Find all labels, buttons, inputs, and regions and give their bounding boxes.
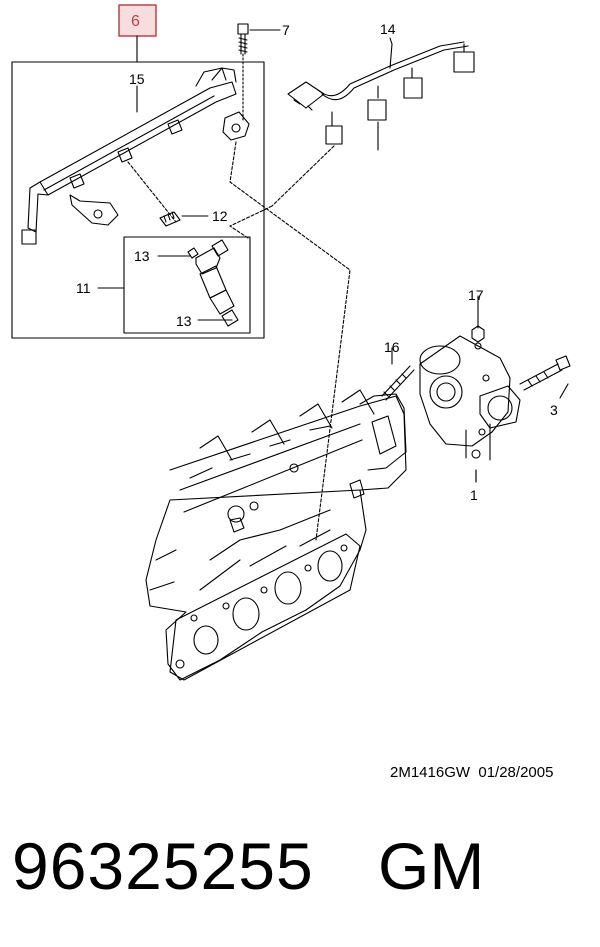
callout-15[interactable]: 15 xyxy=(129,71,145,87)
part-number-row: 96325255 GM xyxy=(0,828,600,908)
fuel-injector xyxy=(187,239,239,327)
leader-injector-to-rail xyxy=(127,161,177,223)
injector-subassembly-frame xyxy=(123,236,251,334)
callout-16[interactable]: 16 xyxy=(384,339,400,355)
drawing-reference: 2M1416GW 01/28/2005 xyxy=(390,764,554,781)
bolt-17 xyxy=(471,305,485,343)
bolt-3 xyxy=(519,355,571,399)
exploded-parts-diagram: 6 7 14 15 12 13 11 13 17 16 3 1 xyxy=(11,4,571,681)
leader-box-to-rail xyxy=(229,205,273,239)
fuel-rail xyxy=(21,67,250,245)
callout-7[interactable]: 7 xyxy=(282,22,290,38)
wiring-harness xyxy=(271,41,475,207)
bolt-7 xyxy=(237,23,249,121)
callout-17[interactable]: 17 xyxy=(468,287,484,303)
callout-6[interactable]: 6 xyxy=(131,13,140,30)
callout-13-lower[interactable]: 13 xyxy=(176,313,192,329)
callout-3[interactable]: 3 xyxy=(550,402,558,418)
stud-16 xyxy=(381,355,415,401)
throttle-body xyxy=(419,335,521,483)
fuel-rail-assembly-frame xyxy=(11,61,265,339)
part-number: 96325255 xyxy=(12,829,314,903)
callout-12[interactable]: 12 xyxy=(212,208,228,224)
leader-rail-to-manifold xyxy=(229,141,351,541)
callout-11[interactable]: 11 xyxy=(76,280,91,296)
brand-name: GM xyxy=(378,829,485,903)
callout-14[interactable]: 14 xyxy=(380,21,396,37)
intake-manifold xyxy=(145,389,407,681)
callout-1[interactable]: 1 xyxy=(470,487,478,503)
clip-12 xyxy=(159,211,181,227)
callout-13-upper[interactable]: 13 xyxy=(134,248,150,264)
